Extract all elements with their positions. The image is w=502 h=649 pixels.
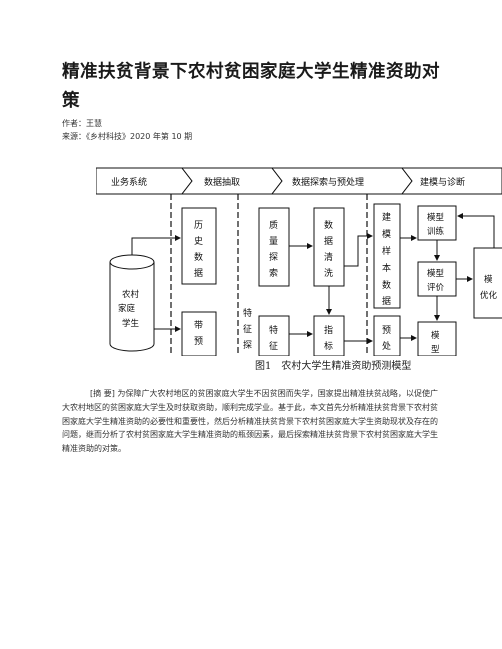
svg-text:农村 家庭 学生: 农村 家庭 学生 [118, 289, 142, 329]
svg-text:建模样本数据: 建模样本数据 [382, 211, 391, 307]
svg-text:预处: 预处 [382, 325, 391, 352]
svg-text:指标: 指标 [324, 324, 333, 352]
article-title: 精准扶贫背景下农村贫困家庭大学生精准资助对策 [62, 62, 440, 111]
svg-text:模型训练: 模型训练 [427, 212, 445, 237]
svg-text:特征: 特征 [269, 324, 278, 352]
abstract-paragraph: [摘 要] 为保障广大农村地区的贫困家庭大学生不因贫困而失学，国家提出精准扶贫战… [62, 389, 438, 454]
stage-1-label: 业务系统 [111, 176, 147, 188]
model-box [417, 321, 457, 356]
data-clean-box [313, 207, 345, 287]
feature-explore-box [258, 315, 290, 356]
db-label-3: 学生 [122, 318, 140, 329]
model-train-box [417, 205, 457, 241]
flow-diagram: 业务系统 数据抽取 数据探索与预处理 建模与诊断 农村 家庭 学生 历史数据 带… [96, 167, 502, 356]
svg-text:模型: 模型 [431, 330, 440, 355]
sample-data-box [373, 203, 401, 309]
source-line: 来源：《乡村科技》2020 年第 10 期 [62, 132, 193, 141]
svg-text:质量探索: 质量探索 [269, 219, 278, 279]
stage-2-label: 数据抽取 [204, 176, 240, 188]
database-icon [109, 254, 155, 352]
figure-caption: 图1 农村大学生精准资助预测模型 [255, 361, 412, 372]
predict-data-box [181, 311, 217, 356]
stage-3-label: 数据探索与预处理 [292, 176, 364, 188]
svg-text:历史数据: 历史数据 [194, 220, 203, 279]
quality-explore-box [258, 207, 290, 287]
svg-text:数据清洗: 数据清洗 [324, 219, 333, 279]
author-line: 作者：王慧 [62, 119, 102, 128]
indicator-build-box [313, 315, 345, 356]
db-label-1: 农村 [122, 289, 140, 300]
history-data-box [181, 207, 217, 285]
post-data-box [373, 315, 401, 356]
db-label-2: 家庭 [118, 303, 136, 314]
optimize-box [473, 247, 502, 319]
svg-text:模型评价: 模型评价 [427, 268, 445, 293]
stage-4-label: 建模与诊断 [420, 176, 465, 188]
prediction-model-figure: 业务系统 数据抽取 数据探索与预处理 建模与诊断 农村 家庭 学生 历史数据 带… [96, 166, 502, 376]
svg-text:模优化: 模优化 [480, 274, 498, 301]
svg-text:带预: 带预 [194, 320, 203, 347]
svg-text:特征探: 特征探 [243, 307, 252, 351]
